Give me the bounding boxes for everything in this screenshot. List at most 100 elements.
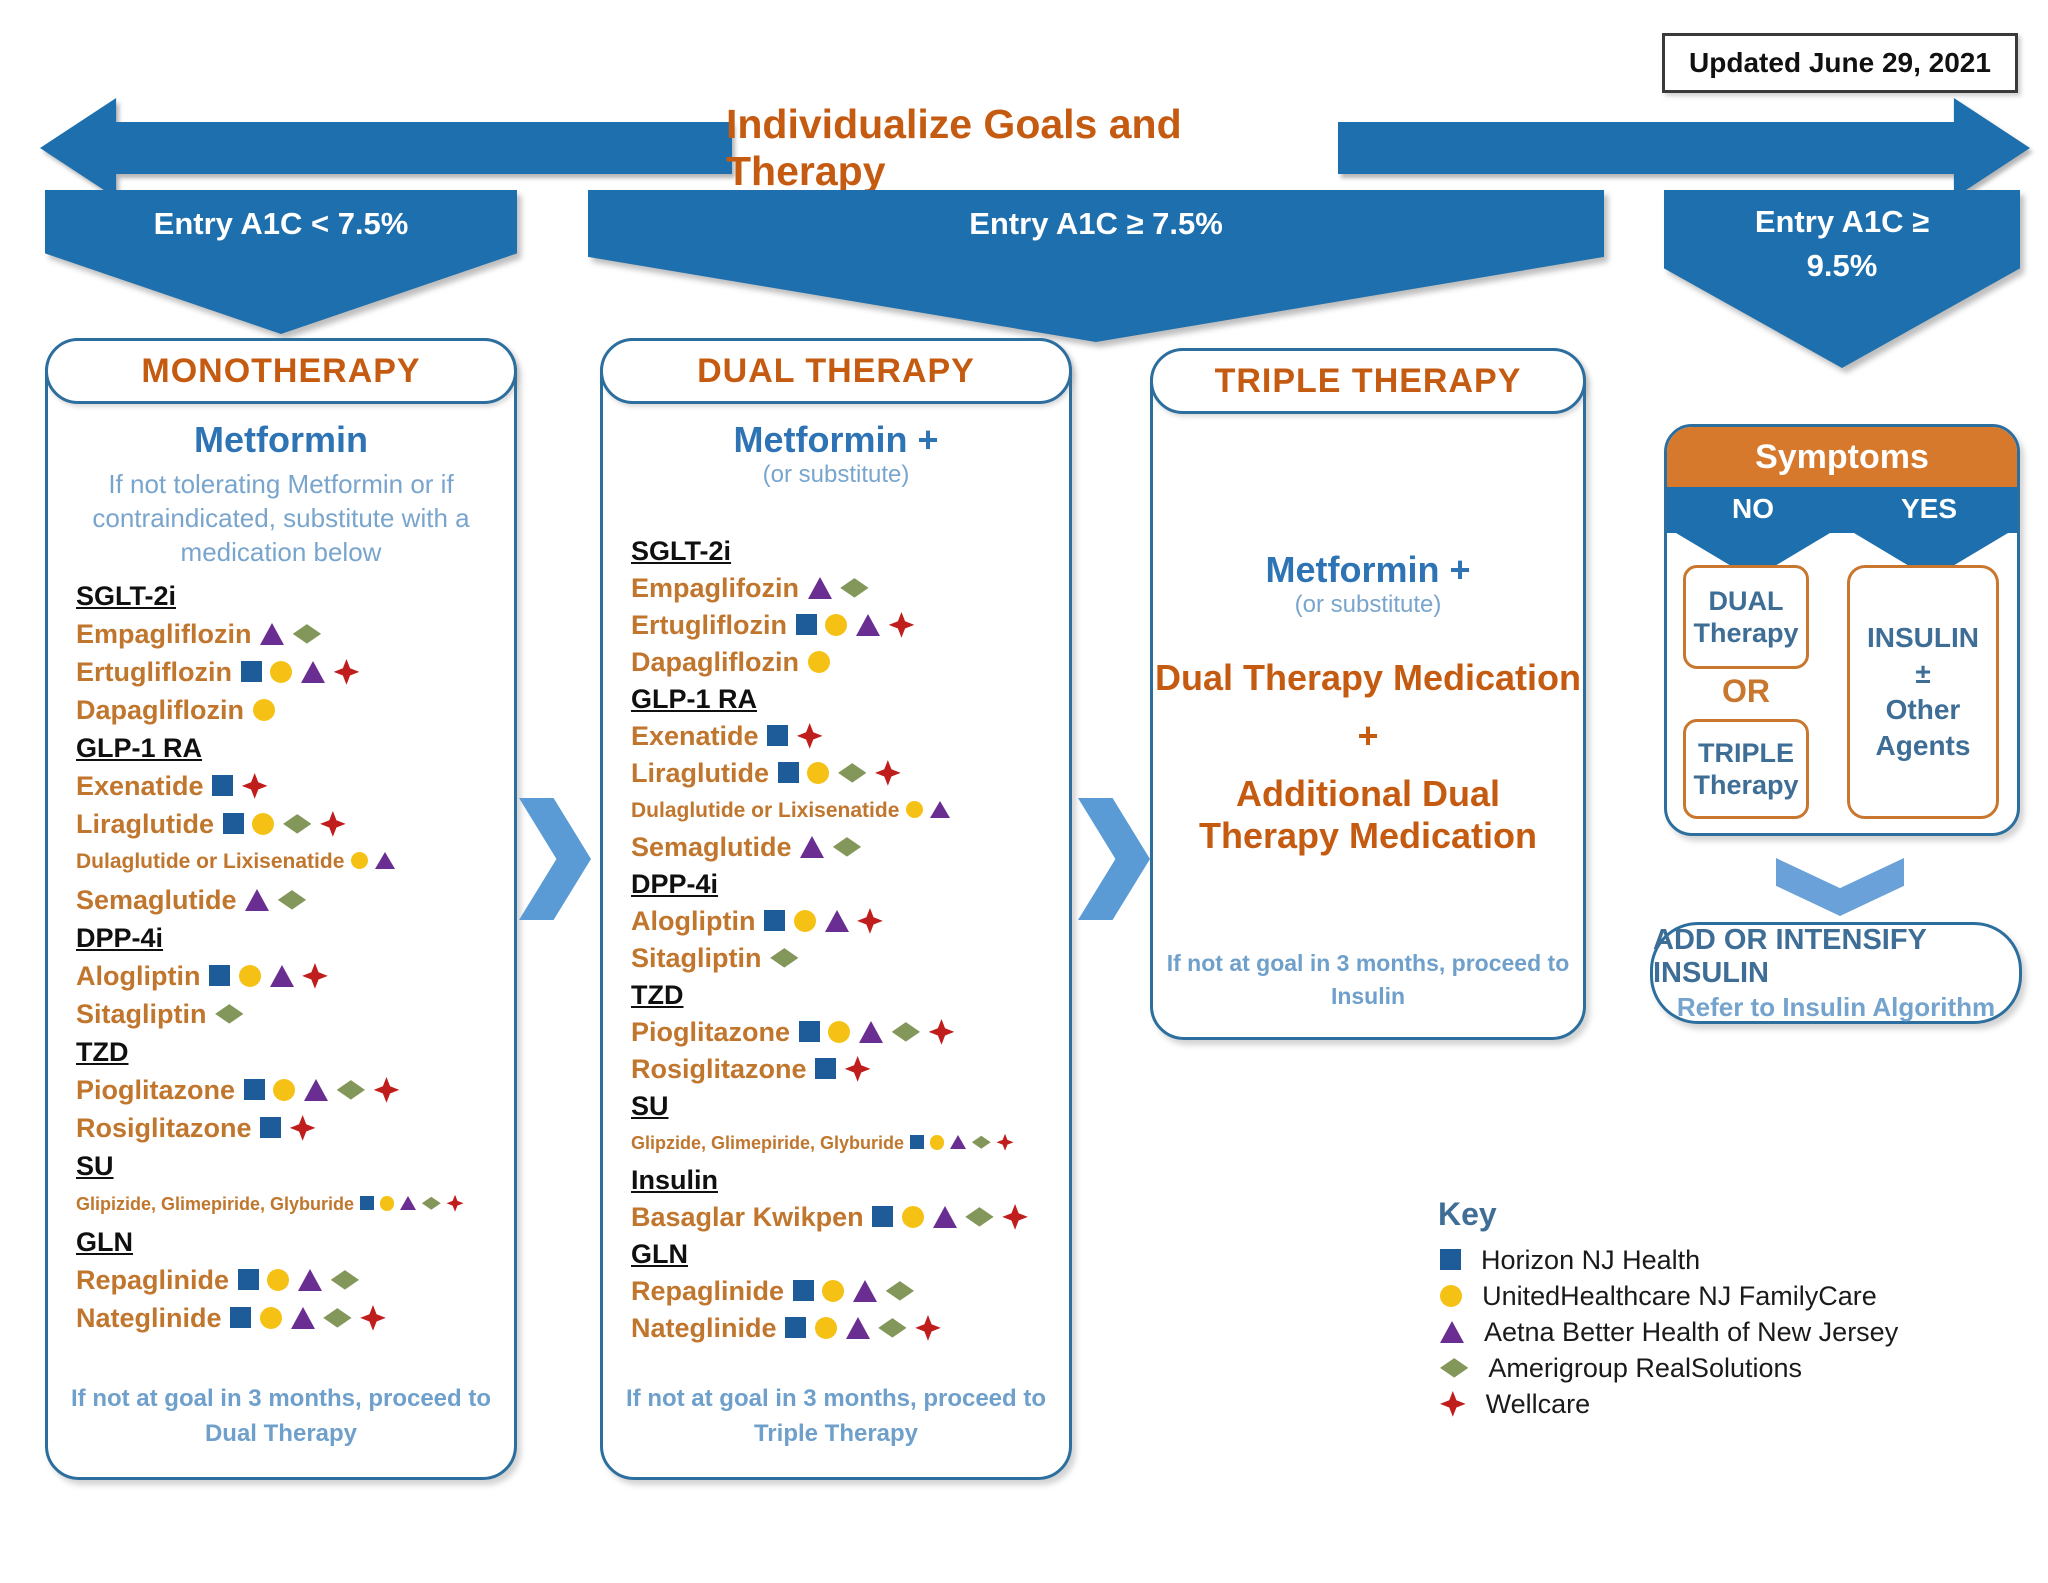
triangle-plan-symbol-icon [853, 1279, 878, 1302]
drug-row: Dapagliflozin [76, 691, 504, 729]
drug-label: Empagliflozin [76, 619, 252, 649]
entry-a1c-high-banner: Entry A1C ≥ 9.5% [1664, 190, 2020, 368]
key-item: UnitedHealthcare NJ FamilyCare [1440, 1278, 1898, 1314]
updated-date-box: Updated June 29, 2021 [1662, 33, 2018, 93]
triangle-plan-symbol-icon [260, 622, 285, 645]
star-plan-symbol-icon [333, 659, 360, 685]
monotherapy-footer: If not at goal in 3 months, proceed to D… [70, 1385, 491, 1447]
triple-therapy-header: TRIPLE THERAPY [1150, 348, 1586, 414]
triple-line2: Additional Dual Therapy Medication [1198, 773, 1538, 856]
drug-label: Glipizide, Glimepiride, Glyburide [76, 1194, 355, 1214]
drug-label: Alogliptin [631, 906, 756, 936]
right-arrow-icon [1338, 98, 2030, 198]
star-plan-symbol-icon [875, 760, 901, 786]
key-item-label: Aetna Better Health of New Jersey [1484, 1317, 1899, 1347]
triple-therapy-option-box: TRIPLE Therapy [1683, 719, 1809, 819]
drug-row: Alogliptin [631, 903, 1059, 940]
key-item: Wellcare [1440, 1386, 1898, 1422]
drug-label: Dulaglutide or Lixisenatide [76, 850, 345, 873]
circle-plan-symbol-icon [929, 1134, 945, 1150]
triangle-plan-symbol-icon [298, 1268, 323, 1291]
individualize-arrow-left [40, 98, 732, 198]
triangle-plan-symbol-icon [807, 576, 832, 599]
drug-label: Dapagliflozin [76, 695, 244, 725]
drug-category-row: DPP-4i [631, 866, 1059, 903]
triangle-plan-symbol-icon [859, 1020, 884, 1043]
diamond-plan-symbol-icon [277, 890, 307, 910]
drug-label: Semaglutide [76, 885, 237, 915]
drug-label: Liraglutide [631, 758, 770, 788]
square-plan-symbol-icon [260, 1117, 282, 1139]
drug-category-label: TZD [76, 1037, 129, 1067]
drug-row: Rosiglitazone [631, 1051, 1059, 1088]
star-plan-symbol-icon [915, 1315, 941, 1341]
drug-category-row: TZD [76, 1033, 504, 1071]
symptoms-panel: Symptoms NO YES DUAL Therapy OR TRIPLE T… [1664, 424, 2020, 836]
individualize-arrow-right [1338, 98, 2030, 198]
dual-therapy-option-box: DUAL Therapy [1683, 565, 1809, 669]
key-item: Aetna Better Health of New Jersey [1440, 1314, 1898, 1350]
or-label: OR [1722, 673, 1770, 709]
drug-row: Nateglinide [631, 1310, 1059, 1347]
drug-category-label: GLP-1 RA [631, 684, 758, 714]
drug-category-label: DPP-4i [76, 923, 164, 953]
circle-plan-symbol-icon [351, 851, 369, 870]
triangle-plan-symbol-icon [375, 851, 396, 869]
left-arrow-icon [40, 98, 732, 198]
circle-plan-symbol-icon [252, 698, 275, 721]
drug-label: Empaglifozin [631, 573, 799, 603]
diamond-plan-symbol-icon [838, 763, 867, 783]
star-plan-symbol-icon [373, 1077, 400, 1103]
square-plan-symbol-icon [777, 762, 799, 784]
diamond-plan-symbol-icon [336, 1080, 366, 1100]
symptoms-header: Symptoms [1667, 427, 2017, 487]
drug-category-row: GLP-1 RA [76, 729, 504, 767]
circle-plan-symbol-icon [379, 1195, 395, 1211]
drug-row: Liraglutide [76, 805, 504, 843]
triangle-plan-symbol-icon [269, 964, 294, 987]
star-plan-symbol-icon [241, 773, 268, 799]
star-plan-symbol-icon [302, 963, 328, 989]
add-intensify-insulin-box: ADD OR INTENSIFY INSULIN Refer to Insuli… [1650, 922, 2022, 1024]
circle-plan-symbol-icon [807, 650, 830, 673]
star-plan-symbol-icon [844, 1056, 871, 1082]
drug-category-row: TZD [631, 977, 1059, 1014]
circle-plan-symbol-icon [814, 1316, 837, 1339]
drug-label: Sitagliptin [76, 999, 207, 1029]
add-insulin-line2: Refer to Insulin Algorithm [1676, 991, 1996, 1022]
circle-plan-symbol-icon [825, 613, 848, 636]
circle-plan-symbol-icon [270, 660, 293, 683]
entry-a1c-low-banner: Entry A1C < 7.5% [45, 190, 517, 334]
drug-category-label: SU [76, 1151, 114, 1181]
triple-line1: Dual Therapy Medication [1154, 657, 1582, 698]
drug-row: Liraglutide [631, 755, 1059, 792]
star-plan-symbol-icon [996, 1133, 1014, 1151]
square-plan-symbol-icon [209, 965, 231, 987]
drug-label: Rosiglitazone [631, 1054, 807, 1084]
star-plan-symbol-icon [446, 1194, 464, 1212]
entry-a1c-low-text: Entry A1C < 7.5% [45, 190, 517, 334]
drug-row: Glipzide, Glimepiride, Glyburide [631, 1125, 1059, 1162]
square-plan-symbol-icon [359, 1196, 374, 1211]
square-plan-symbol-icon [872, 1206, 894, 1228]
drug-label: Exenatide [76, 771, 204, 801]
drug-category-row: SU [76, 1147, 504, 1185]
drug-row: Sitagliptin [631, 940, 1059, 977]
drug-row: Repaglinide [76, 1261, 504, 1299]
key-item-label: Amerigroup RealSolutions [1488, 1353, 1803, 1383]
drug-row: Dulaglutide or Lixisenatide [631, 792, 1059, 829]
entry-a1c-mid-text: Entry A1C ≥ 7.5% [588, 190, 1604, 342]
drug-label: Repaglinide [631, 1276, 785, 1306]
triangle-plan-symbol-icon [932, 1205, 957, 1228]
star-plan-symbol-icon [857, 908, 883, 934]
key-item: Amerigroup RealSolutions [1440, 1350, 1898, 1386]
dual-therapy-box: DUAL THERAPY Metformin + (or substitute)… [600, 338, 1072, 1480]
square-plan-symbol-icon [230, 1307, 252, 1329]
square-plan-symbol-icon [798, 1021, 820, 1043]
entry-a1c-mid-banner: Entry A1C ≥ 7.5% [588, 190, 1604, 342]
circle-plan-symbol-icon [259, 1306, 282, 1329]
updated-date-text: Updated June 29, 2021 [1689, 47, 1991, 78]
star-plan-symbol-icon [320, 811, 346, 837]
key-item-label: Wellcare [1485, 1389, 1591, 1419]
